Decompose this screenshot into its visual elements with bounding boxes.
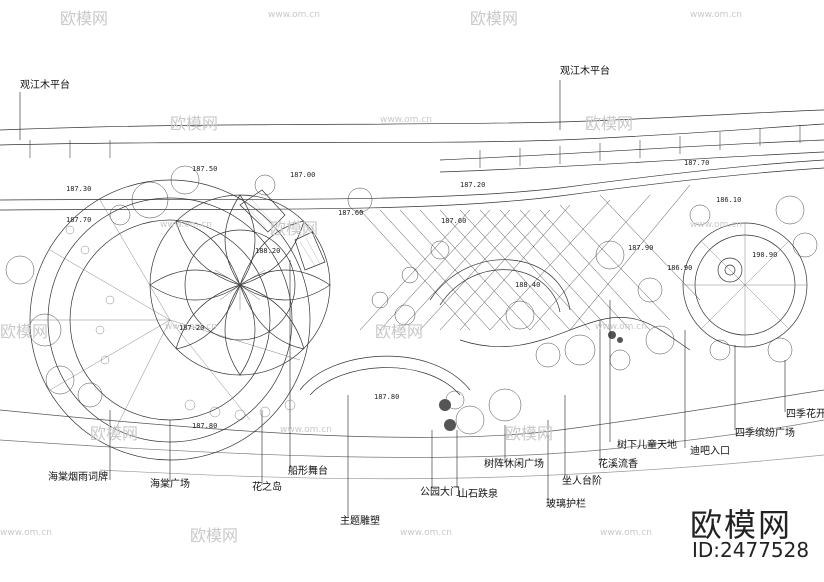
south-boundary bbox=[0, 389, 824, 438]
arc-plaza bbox=[299, 355, 471, 391]
elevation-mark: 187.60 bbox=[441, 217, 467, 225]
elevation-mark: 187.70 bbox=[684, 159, 710, 167]
elevation-mark: 187.80 bbox=[374, 393, 400, 401]
creek-path bbox=[459, 316, 691, 351]
label-disco-entry: 迪吧入口 bbox=[690, 446, 730, 457]
elevation-mark: 186.10 bbox=[716, 196, 742, 204]
elevation-mark: 187.30 bbox=[66, 185, 92, 193]
label-theme-sculpture: 主题雕塑 bbox=[340, 516, 380, 527]
label-children-land: 树下儿童天地 bbox=[617, 440, 677, 451]
boat-stage-right bbox=[294, 231, 326, 271]
elevation-mark: 187.20 bbox=[179, 324, 205, 332]
elevation-mark: 186.90 bbox=[667, 264, 693, 272]
label-haitang-ci: 海棠烟雨词牌 bbox=[48, 472, 108, 483]
label-guanjiang-left: 观江木平台 bbox=[20, 80, 70, 91]
label-park-gate: 公园大门 bbox=[420, 487, 460, 498]
elevation-mark: 187.50 bbox=[192, 165, 218, 173]
elevation-mark: 187.00 bbox=[290, 171, 316, 179]
label-sitting-steps: 坐人台阶 bbox=[562, 476, 602, 487]
deck-edge-inner bbox=[0, 167, 824, 211]
label-four-season-flower: 四季花开 bbox=[786, 409, 824, 420]
brand-logo-text: 欧模网 bbox=[690, 506, 793, 544]
label-glass-rail: 玻璃护栏 bbox=[546, 499, 586, 510]
label-rock-spring: 山石跌泉 bbox=[458, 489, 498, 500]
label-flower-island: 花之岛 bbox=[252, 482, 282, 493]
elevation-mark: 188.40 bbox=[515, 281, 541, 289]
label-tree-square: 树阵休闲广场 bbox=[484, 459, 544, 470]
elevation-mark: 187.70 bbox=[66, 216, 92, 224]
elevation-mark: 187.80 bbox=[192, 422, 218, 430]
elevation-mark: 187.90 bbox=[628, 244, 654, 252]
deck-edge-outer bbox=[0, 109, 824, 131]
elevation-mark: 187.60 bbox=[338, 209, 364, 217]
label-guanjiang-right: 观江木平台 bbox=[560, 66, 610, 77]
label-creek-fragrance: 花溪流香 bbox=[598, 459, 638, 470]
label-haitang-square: 海棠广场 bbox=[150, 479, 190, 490]
elevation-mark: 187.20 bbox=[460, 181, 486, 189]
elevation-mark: 188.20 bbox=[255, 247, 281, 255]
brand-id-text: ID:2477528 bbox=[692, 538, 810, 562]
label-boat-stage: 船形舞台 bbox=[288, 466, 328, 477]
boat-stage-left bbox=[239, 189, 286, 233]
elevation-mark: 190.90 bbox=[752, 251, 778, 259]
label-four-season-square: 四季缤纷广场 bbox=[735, 428, 795, 439]
